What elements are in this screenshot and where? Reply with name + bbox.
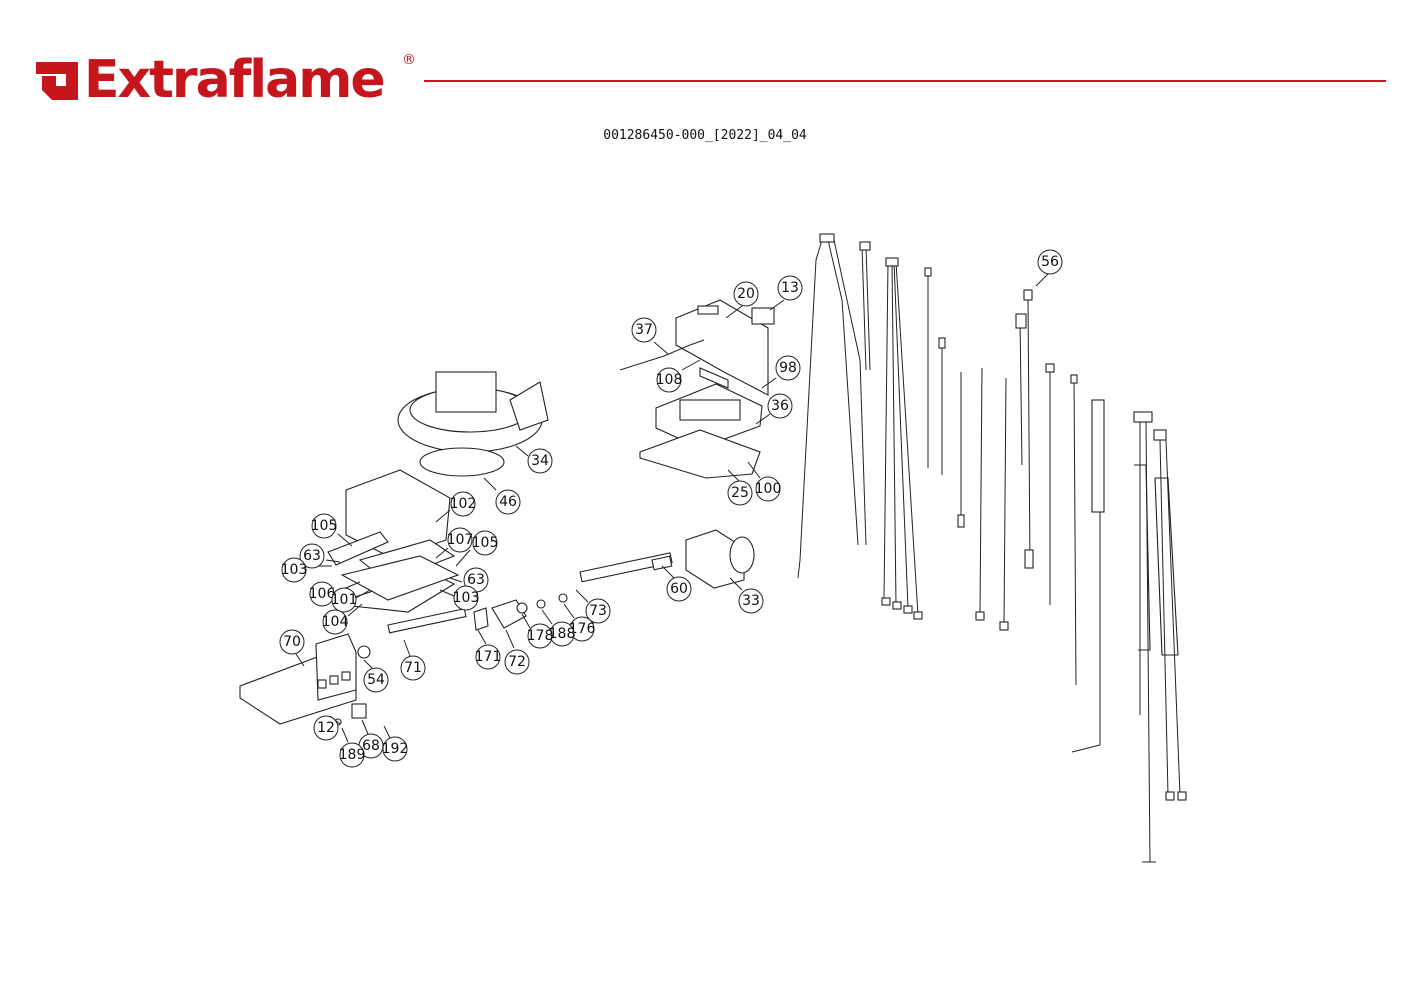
chassis-bracket <box>327 469 460 613</box>
svg-text:54: 54 <box>367 672 385 688</box>
document-code: 001286450-000_[2022]_04_04 <box>603 128 807 143</box>
callout-178: 178 <box>527 623 554 649</box>
svg-text:37: 37 <box>635 322 653 338</box>
svg-text:102: 102 <box>450 496 477 512</box>
svg-text:103: 103 <box>281 562 308 578</box>
svg-text:34: 34 <box>531 453 549 469</box>
svg-text:20: 20 <box>737 286 755 302</box>
svg-text:63: 63 <box>467 572 485 588</box>
svg-text:107: 107 <box>447 532 474 548</box>
callout-25: 25 <box>727 480 753 506</box>
callout-105-top: 105 <box>311 513 338 539</box>
callout-105-right: 105 <box>472 530 499 556</box>
callout-102: 102 <box>450 491 477 517</box>
svg-text:46: 46 <box>499 494 517 510</box>
svg-text:171: 171 <box>475 649 502 665</box>
svg-text:73: 73 <box>589 603 607 619</box>
callout-101: 101 <box>331 587 358 613</box>
callout-70: 70 <box>279 629 305 655</box>
svg-text:176: 176 <box>569 621 596 637</box>
brand-name: Extraflame <box>84 50 386 110</box>
callout-107: 107 <box>447 527 474 553</box>
callout-100: 100 <box>755 476 782 502</box>
callout-192: 192 <box>382 736 409 762</box>
callout-56: 56 <box>1037 249 1063 275</box>
header-rule <box>424 80 1386 82</box>
brand-logo: Extraflame <box>34 50 386 110</box>
svg-text:71: 71 <box>404 660 422 676</box>
callout-176: 176 <box>569 616 596 642</box>
base-frame <box>239 633 371 726</box>
callout-98: 98 <box>775 355 801 381</box>
svg-text:12: 12 <box>317 720 335 736</box>
callout-60: 60 <box>666 576 692 602</box>
svg-text:188: 188 <box>549 626 576 642</box>
callout-20: 20 <box>733 281 759 307</box>
svg-text:36: 36 <box>771 398 789 414</box>
svg-text:33: 33 <box>742 593 760 609</box>
callout-36: 36 <box>767 393 793 419</box>
svg-text:105: 105 <box>472 535 499 551</box>
svg-text:103: 103 <box>453 590 480 606</box>
callout-106: 106 <box>309 581 336 607</box>
callout-171: 171 <box>475 644 502 670</box>
svg-text:178: 178 <box>527 628 554 644</box>
callout-103-left: 103 <box>281 557 308 583</box>
callout-73: 73 <box>585 598 611 624</box>
svg-text:60: 60 <box>670 581 688 597</box>
svg-text:13: 13 <box>781 280 799 296</box>
svg-text:68: 68 <box>362 738 380 754</box>
callout-63-left: 63 <box>299 543 325 569</box>
callout-72: 72 <box>504 649 530 675</box>
gear-motor-assembly <box>387 529 755 634</box>
callout-68: 68 <box>358 733 384 759</box>
svg-text:98: 98 <box>779 360 797 376</box>
callout-189: 189 <box>339 742 366 768</box>
callout-46: 46 <box>495 489 521 515</box>
callout-12: 12 <box>313 715 339 741</box>
control-board-assembly <box>619 299 775 479</box>
callout-34: 34 <box>527 448 553 474</box>
svg-text:189: 189 <box>339 747 366 763</box>
svg-text:72: 72 <box>508 654 526 670</box>
registered-mark: ® <box>402 52 416 68</box>
callout-71: 71 <box>400 655 426 681</box>
svg-text:56: 56 <box>1041 254 1059 270</box>
svg-text:108: 108 <box>656 372 683 388</box>
svg-text:25: 25 <box>731 485 749 501</box>
svg-text:63: 63 <box>303 548 321 564</box>
svg-text:105: 105 <box>311 518 338 534</box>
callout-37: 37 <box>631 317 657 343</box>
svg-text:104: 104 <box>322 614 349 630</box>
callout-13: 13 <box>777 275 803 301</box>
wiring-harnesses <box>797 233 1187 863</box>
svg-text:192: 192 <box>382 741 409 757</box>
svg-text:100: 100 <box>755 481 782 497</box>
callout-104: 104 <box>322 609 349 635</box>
callout-108: 108 <box>656 367 683 393</box>
svg-text:101: 101 <box>331 592 358 608</box>
brand-mark-icon <box>36 62 78 100</box>
callout-54: 54 <box>363 667 389 693</box>
callout-33: 33 <box>738 588 764 614</box>
svg-text:70: 70 <box>283 634 301 650</box>
exhaust-fan <box>397 371 549 477</box>
svg-text:106: 106 <box>309 586 336 602</box>
callout-188: 188 <box>549 621 576 647</box>
callout-63-right: 63 <box>463 567 489 593</box>
page-header: Extraflame ® 001286450-000_[2022]_04_04 <box>0 0 1410 143</box>
callout-103-right: 103 <box>453 585 480 611</box>
